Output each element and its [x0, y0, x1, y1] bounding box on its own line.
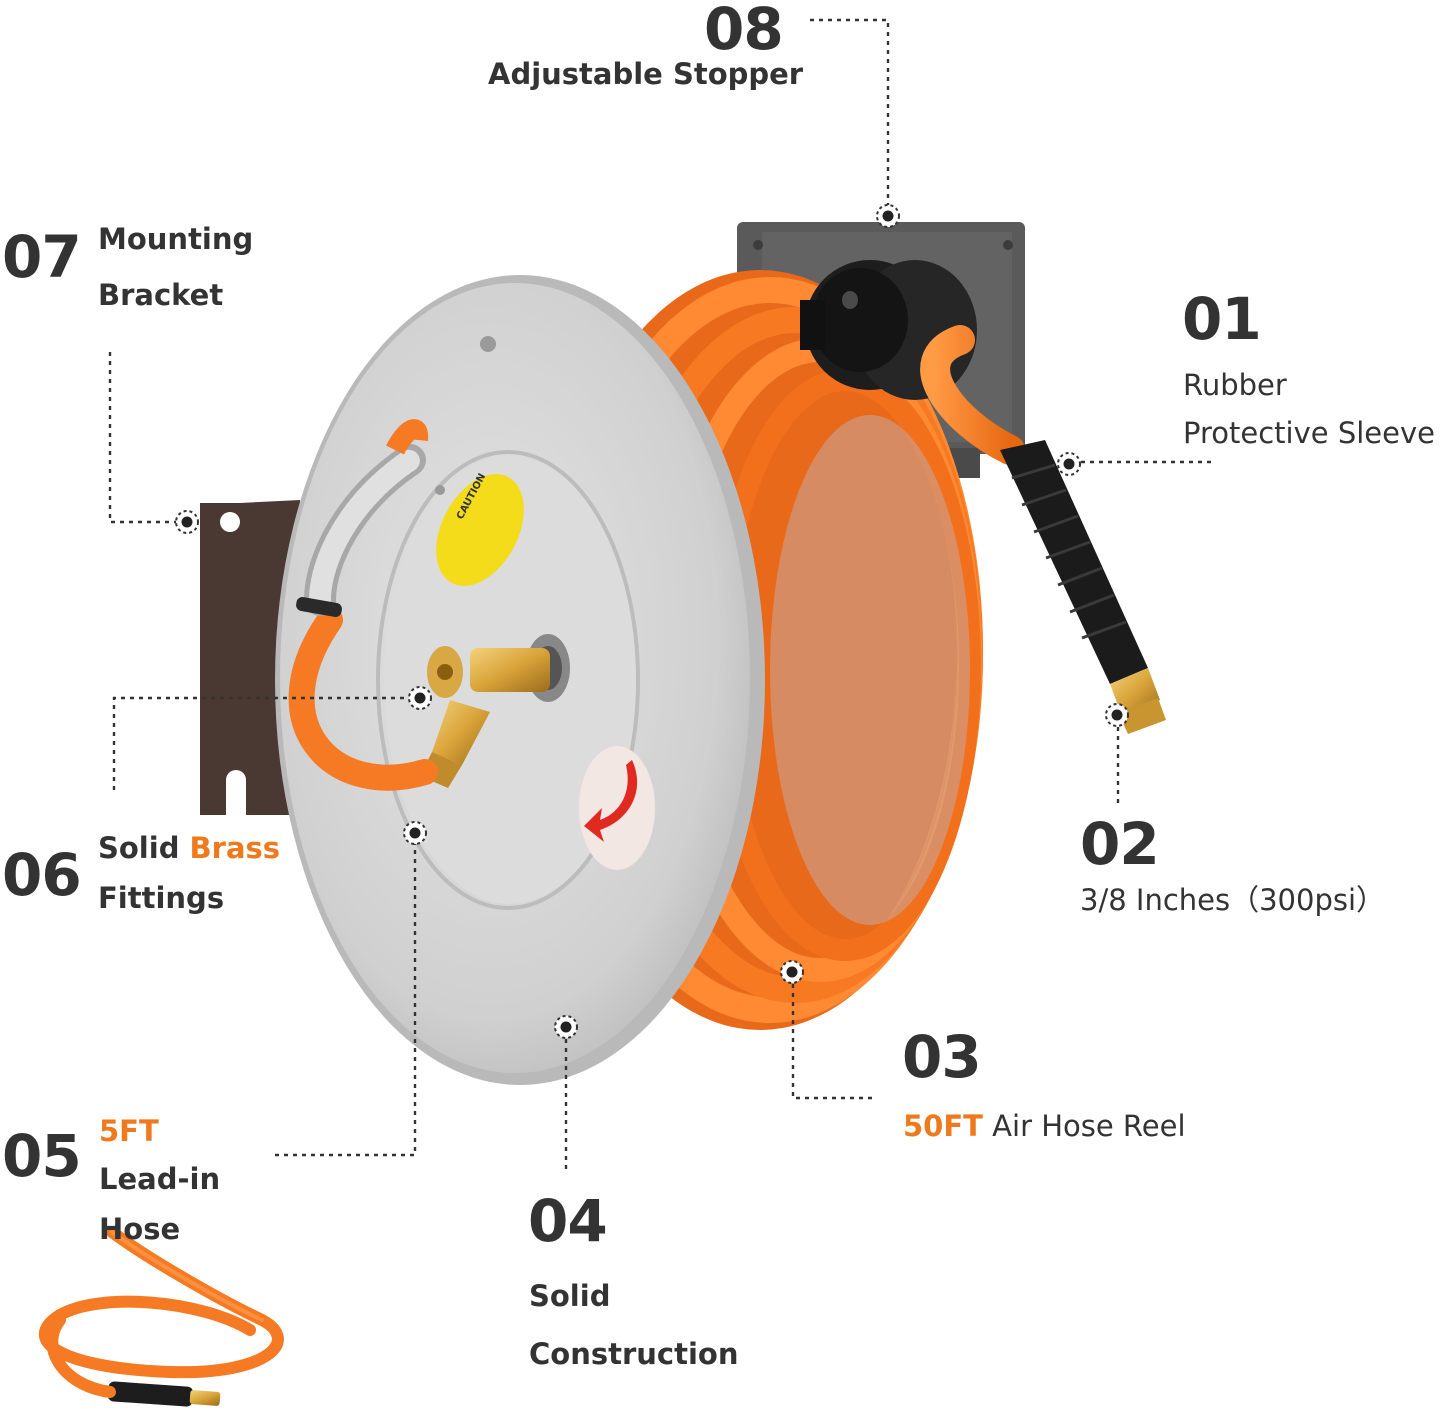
callout-dots: [175, 204, 1129, 1039]
callout-07-label-line1: Mounting: [98, 222, 254, 256]
callout-04-number: 04: [528, 1187, 608, 1255]
callout-05-label-line2: Lead-in: [99, 1162, 221, 1196]
callout-04-label-line2: Construction: [529, 1337, 739, 1371]
callout-02-label: 3/8 Inches（300psi）: [1080, 883, 1386, 917]
callout-06-number: 06: [2, 841, 82, 909]
callout-08-label: Adjustable Stopper: [488, 57, 804, 91]
callout-05-number: 05: [2, 1122, 82, 1190]
callout-01-label-line1: Rubber: [1183, 368, 1287, 402]
callout-03-label-rest: Air Hose Reel: [982, 1109, 1186, 1143]
callout-leaders: [108, 18, 1212, 1172]
callout-03-50ft-highlight: 50FT: [903, 1109, 983, 1143]
callout-01-number: 01: [1182, 285, 1262, 353]
callout-03-number: 03: [902, 1023, 982, 1091]
callout-05-label-line3: Hose: [99, 1212, 181, 1246]
caution-sticker: CAUTION: [436, 472, 524, 586]
callout-01-label-line2: Protective Sleeve: [1183, 416, 1435, 450]
outgoing-hose: [920, 325, 1025, 465]
callout-05-5ft-highlight: 5FT: [99, 1114, 159, 1148]
lead-in-hose-front: [288, 419, 438, 791]
callout-07-number: 07: [2, 223, 82, 291]
callout-06-label-line2: Fittings: [98, 881, 225, 915]
rubber-protective-sleeve: [1000, 440, 1166, 734]
callout-06-label-line1: Solid Brass: [98, 831, 281, 865]
rotation-arrow-icon: [579, 746, 655, 870]
callout-02-number: 02: [1080, 810, 1160, 878]
callout-06-solid-text: Solid: [98, 831, 190, 865]
callout-07-label-line2: Bracket: [98, 278, 224, 312]
callout-08-number: 08: [704, 0, 784, 63]
lead-in-hose-illustration: [38, 1226, 284, 1407]
callout-06-brass-highlight: Brass: [189, 831, 281, 865]
callout-03-label: 50FT Air Hose Reel: [903, 1109, 1186, 1143]
brass-swivel-fitting: [420, 634, 570, 788]
callout-04-label-line1: Solid: [529, 1279, 611, 1313]
